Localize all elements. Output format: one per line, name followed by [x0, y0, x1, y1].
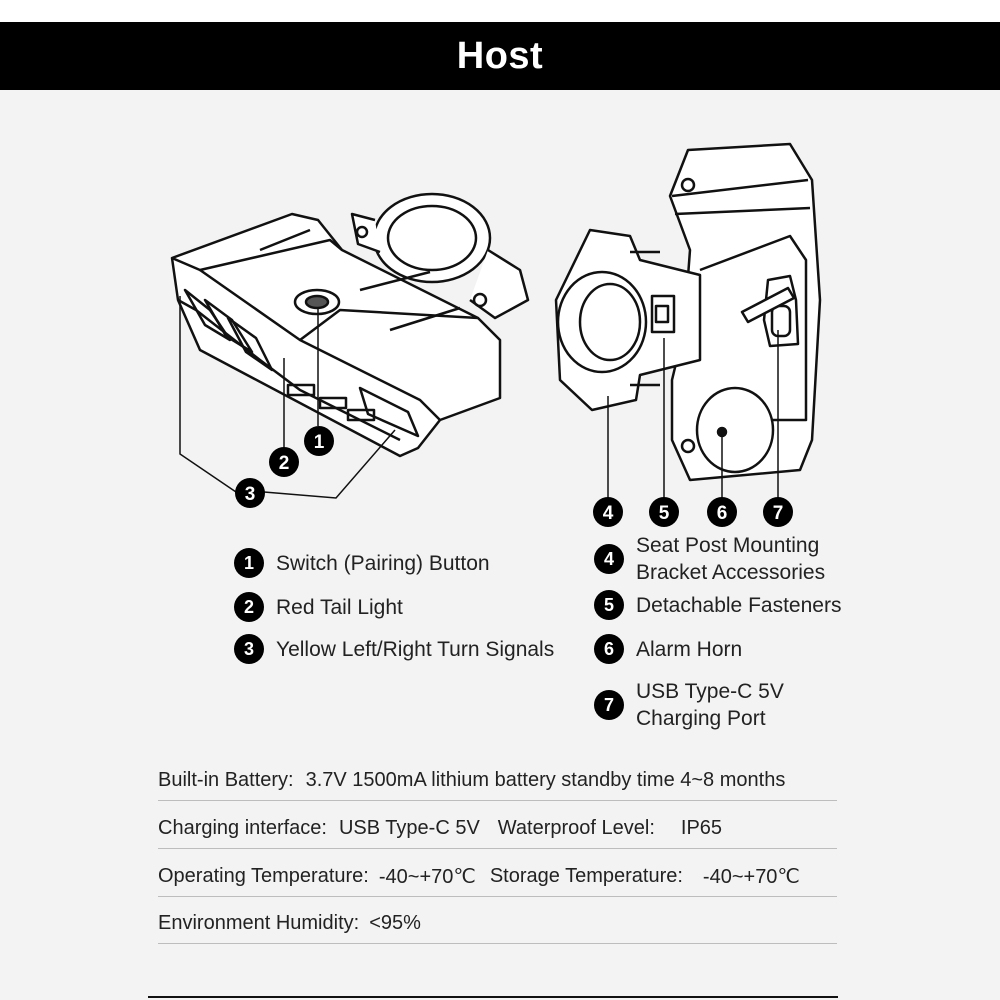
svg-text:5: 5 — [659, 503, 670, 524]
handlebar-clamp — [350, 192, 530, 320]
legend-number: 6 — [594, 634, 624, 664]
legend-number: 7 — [594, 690, 624, 720]
legend-number: 4 — [594, 544, 624, 574]
top-strip — [0, 0, 1000, 22]
legend-label: Seat Post Mounting Bracket Accessories — [636, 532, 825, 586]
product-illustration: 1 2 3 4 5 6 7 — [170, 142, 822, 527]
callout-7: 7 — [763, 497, 793, 527]
svg-text:1: 1 — [314, 432, 325, 453]
spec-value: 3.7V 1500mA lithium battery standby time… — [305, 768, 786, 791]
svg-text:3: 3 — [245, 484, 256, 505]
legend-item-1: 1 Switch (Pairing) Button — [234, 548, 490, 578]
rear-housing — [668, 142, 822, 482]
spec-value: <95% — [369, 911, 421, 934]
legend-label: USB Type-C 5V Charging Port — [636, 678, 784, 732]
spec-row-battery: Built-in Battery: 3.7V 1500mA lithium ba… — [158, 760, 837, 801]
callout-2: 2 — [269, 447, 299, 477]
spec-label: Waterproof Level: — [497, 816, 655, 839]
spec-row-charging: Charging interface: USB Type-C 5V Waterp… — [158, 808, 837, 849]
legend-item-5: 5 Detachable Fasteners — [594, 590, 841, 620]
legend-label-line2: Charging Port — [636, 707, 766, 730]
callout-5: 5 — [649, 497, 679, 527]
legend-number: 1 — [234, 548, 264, 578]
legend-item-7: 7 USB Type-C 5V Charging Port — [594, 678, 784, 732]
svg-text:7: 7 — [773, 503, 784, 524]
leader-lines — [179, 296, 779, 499]
legend-item-3: 3 Yellow Left/Right Turn Signals — [234, 634, 554, 664]
callout-1: 1 — [304, 426, 334, 456]
spec-value: -40~+70℃ — [702, 865, 800, 888]
legend-number: 2 — [234, 592, 264, 622]
spec-label: Environment Humidity: — [158, 911, 360, 934]
spec-value: -40~+70℃ — [378, 865, 476, 888]
legend-item-2: 2 Red Tail Light — [234, 592, 403, 622]
spec-label: Storage Temperature: — [489, 864, 683, 887]
legend-item-6: 6 Alarm Horn — [594, 634, 742, 664]
page-title: Host — [0, 22, 1000, 90]
callout-4: 4 — [593, 497, 623, 527]
callout-6: 6 — [707, 497, 737, 527]
legend-label: Red Tail Light — [276, 595, 403, 619]
legend-item-4: 4 Seat Post Mounting Bracket Accessories — [594, 532, 825, 586]
svg-text:4: 4 — [603, 503, 614, 524]
legend-label-line1: USB Type-C 5V — [636, 680, 784, 703]
svg-text:2: 2 — [279, 453, 290, 474]
callout-3: 3 — [235, 478, 265, 508]
spec-label: Built-in Battery: — [158, 768, 294, 791]
legend-label-line2: Bracket Accessories — [636, 561, 826, 584]
legend-number: 3 — [234, 634, 264, 664]
legend-label: Alarm Horn — [636, 637, 743, 661]
spec-label: Charging interface: — [158, 816, 327, 839]
spec-value: USB Type-C 5V — [338, 816, 480, 839]
spec-row-humidity: Environment Humidity: <95% — [158, 903, 837, 944]
bottom-divider — [148, 996, 838, 998]
spec-label: Operating Temperature: — [158, 864, 369, 887]
spec-value: IP65 — [680, 816, 723, 839]
legend-label: Detachable Fasteners — [636, 593, 842, 617]
legend-label: Switch (Pairing) Button — [276, 551, 490, 575]
legend-label-line1: Seat Post Mounting — [636, 534, 820, 557]
spec-row-temperature: Operating Temperature: -40~+70℃ Storage … — [158, 856, 837, 897]
legend-label: Yellow Left/Right Turn Signals — [276, 637, 555, 661]
legend-number: 5 — [594, 590, 624, 620]
tail-light-body — [170, 212, 502, 458]
svg-text:6: 6 — [717, 503, 728, 524]
